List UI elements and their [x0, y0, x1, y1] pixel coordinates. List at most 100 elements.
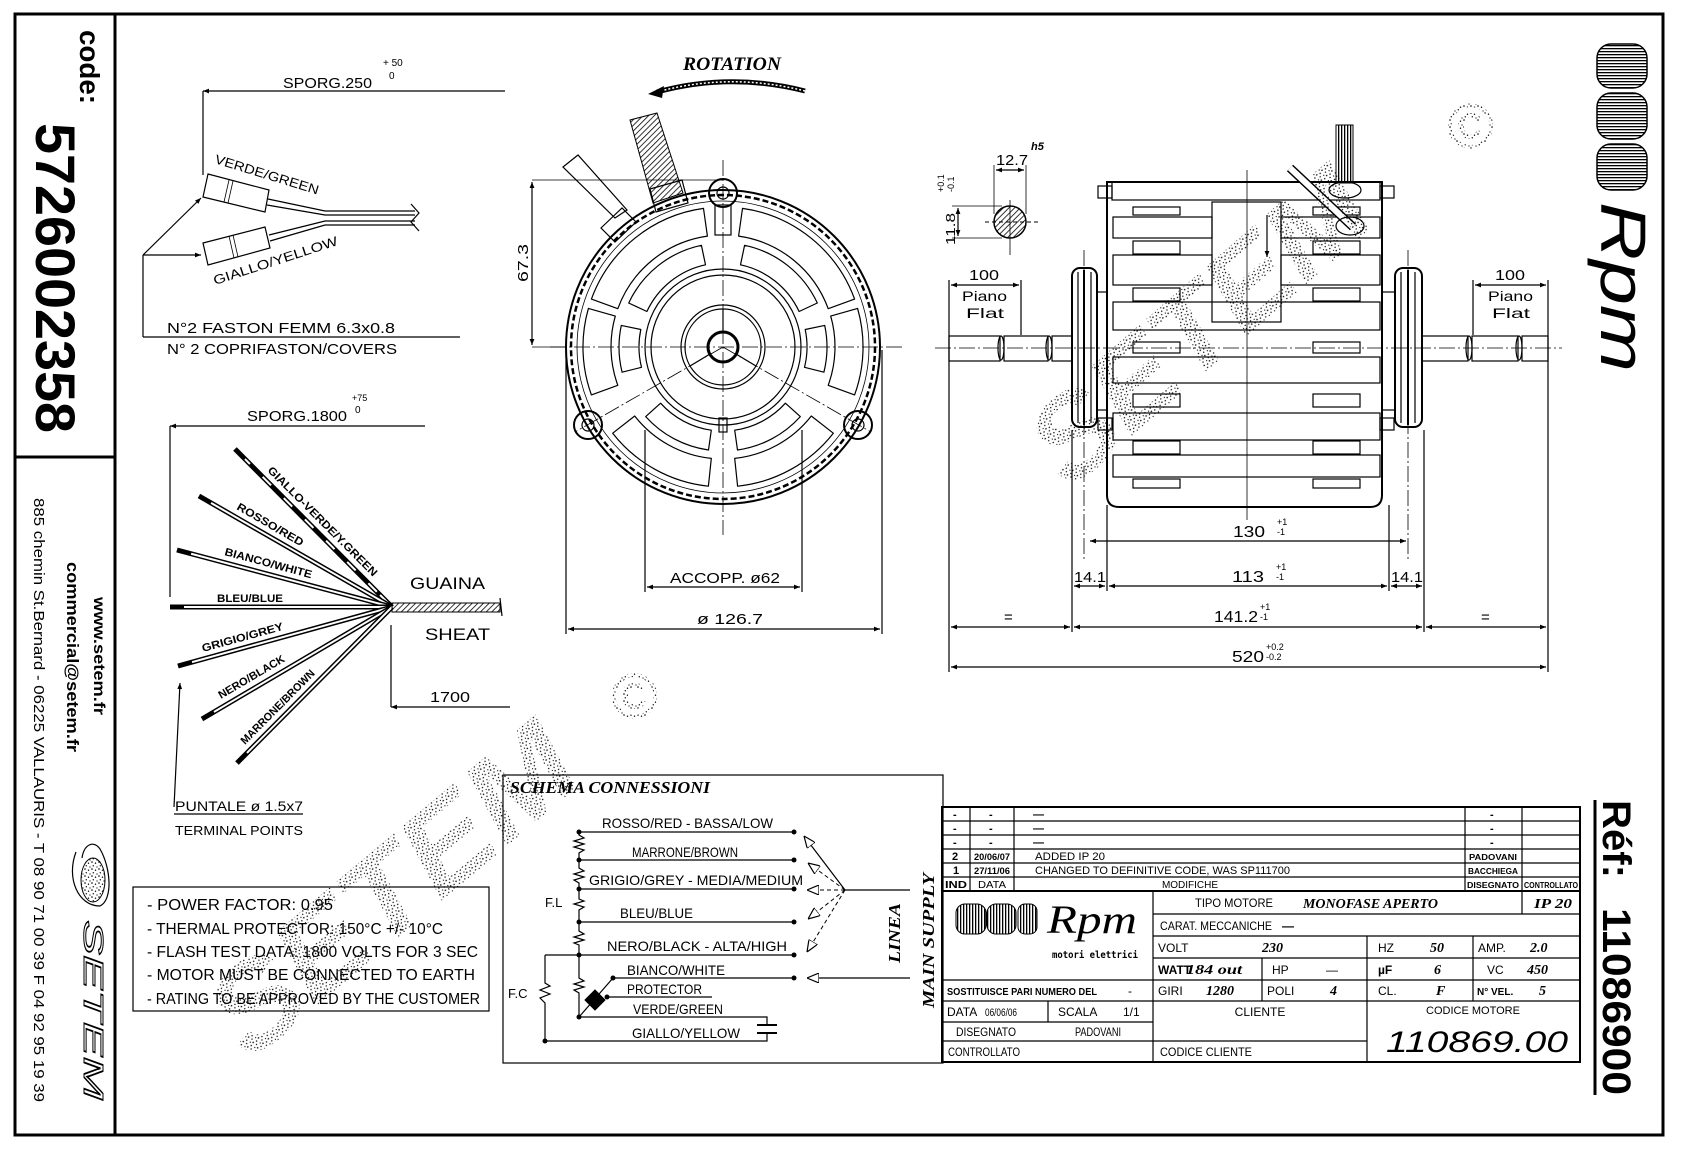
vent-slot	[1132, 478, 1181, 489]
speed-selector-line	[804, 836, 846, 891]
rev-drawn-by: -	[1490, 823, 1494, 835]
revision-row: - - — -	[953, 823, 1494, 835]
junction-dots	[542, 829, 797, 1044]
tolerance-minus: 0	[389, 71, 395, 82]
wire-red	[197, 493, 394, 610]
bolt-boss	[708, 178, 738, 208]
diameter-dimension: ø 126.7	[697, 611, 763, 628]
rpm-title-logo-icon	[955, 903, 1038, 935]
bolt-boss-bottom-left	[573, 410, 603, 440]
speeds-label: N° VEL.	[1477, 987, 1513, 998]
hub-ring	[650, 274, 796, 420]
covers-note: N° 2 COPRIFASTON/COVERS	[167, 341, 397, 358]
body-length: 130	[1233, 524, 1265, 541]
fl-label: F.L	[545, 895, 562, 910]
hz-value: 50	[1430, 941, 1444, 956]
bolt-icon	[851, 418, 865, 432]
coupling-dimension: ACCOPP. ø62	[670, 570, 780, 587]
lead-wire	[268, 220, 415, 236]
flat-label-right: Piano	[1488, 288, 1533, 304]
poles-label: POLI	[1267, 984, 1294, 998]
frame-border	[13, 12, 1665, 1137]
rev-header-description: MODIFICHE	[1162, 880, 1218, 891]
bolt-icon	[716, 186, 730, 200]
rev-index: -	[953, 823, 957, 835]
terminal-label: PUNTALE ø 1.5x7	[175, 798, 303, 814]
junction-dot	[610, 975, 616, 981]
vent-slot	[645, 402, 712, 451]
rev-index: 1	[953, 865, 959, 877]
terminal-dot	[791, 975, 797, 981]
vent-slot	[582, 307, 619, 396]
vent-slot	[1132, 287, 1181, 302]
wire-core	[177, 606, 393, 667]
junction-dot	[576, 886, 582, 892]
bolt-arm	[714, 204, 732, 236]
hub-spoke	[735, 353, 757, 367]
volt-label: VOLT	[1158, 941, 1189, 955]
ref-value: 11086900	[1594, 908, 1638, 1095]
motor-type-value: MONOFASE APERTO	[1302, 897, 1438, 912]
cable-sheath	[391, 602, 501, 613]
supply-label-en: MAIN SUPPLY	[919, 871, 938, 1009]
wire-core	[201, 606, 393, 720]
title-brand-name: Rpm	[1046, 897, 1137, 942]
company-address: 885 chemin St.Bernard - 06225 VALLAURIS …	[30, 498, 47, 1102]
cable-bundle	[1335, 124, 1354, 184]
fc-label: F.C	[508, 986, 528, 1001]
vent-slot	[590, 207, 708, 310]
side-view: 12.7 h5 11.8 +0.1 -0.1	[935, 124, 1562, 672]
terminal-tip	[176, 548, 192, 556]
coil-icon	[1596, 43, 1648, 89]
vc-value: 450	[1526, 963, 1548, 978]
bearing-ring	[680, 304, 766, 390]
title-brand-tagline: motori elettrici	[1052, 949, 1138, 961]
supply-label: LINEA	[885, 903, 904, 964]
amp-label: AMP.	[1478, 941, 1506, 955]
winding-resistor	[571, 832, 587, 1017]
wire-core	[236, 606, 393, 764]
terminal-box	[1211, 201, 1282, 323]
terminal-dot	[791, 919, 797, 925]
cooling-fin	[1112, 454, 1381, 478]
motor-code-value: 110869.00	[1386, 1026, 1568, 1059]
date-value: 06/06/06	[985, 1007, 1017, 1019]
tolerance-plus: +1	[1277, 517, 1287, 527]
vc-label: VC	[1487, 963, 1504, 977]
rpm-label: GIRI	[1158, 984, 1183, 998]
sheet-frame	[13, 12, 1665, 1137]
wire-black	[200, 604, 394, 722]
setem-swoosh-icon	[71, 843, 110, 907]
tolerance-minus: -1	[1276, 572, 1284, 582]
cooling-fin	[1112, 412, 1381, 441]
connector-divider	[227, 180, 234, 204]
rotation-label: ROTATION	[682, 54, 782, 75]
rev-header-drawn: DISEGNATO	[1467, 881, 1519, 890]
rotation-arrow-hatch	[656, 81, 806, 93]
vent-slot	[1132, 393, 1181, 408]
shaft-segment	[1471, 335, 1519, 362]
tolerance-plus: +75	[352, 393, 367, 403]
sporg-1800-label: SPORG.1800	[247, 408, 347, 425]
shaft-segment	[948, 335, 1001, 362]
lead-wire	[269, 224, 415, 242]
connector-divider	[228, 235, 235, 259]
rev-date: 27/11/06	[974, 866, 1010, 876]
vent-slot	[1132, 206, 1181, 216]
wire-brown	[235, 605, 394, 765]
bolt-icon	[581, 418, 595, 432]
rpm-brand-text: Rpm	[1587, 202, 1659, 372]
connection-label: BLEU/BLUE	[620, 905, 693, 921]
tolerance-minus: -1	[1277, 527, 1285, 537]
vent-slot	[734, 415, 834, 487]
faston-connector-yellow	[202, 226, 271, 266]
rotation-arrow-icon	[656, 79, 806, 95]
copyright-icon: ©	[1446, 90, 1494, 162]
scale-value: 1/1	[1123, 1005, 1140, 1019]
rev-index: 2	[952, 851, 958, 863]
thermal-protector-icon	[584, 989, 606, 1011]
replaces-value: -	[1128, 984, 1132, 998]
sporg-250-label: SPORG.250	[283, 75, 372, 92]
rev-description: ADDED IP 20	[1035, 851, 1105, 863]
copyright-icon: ©	[610, 660, 658, 732]
